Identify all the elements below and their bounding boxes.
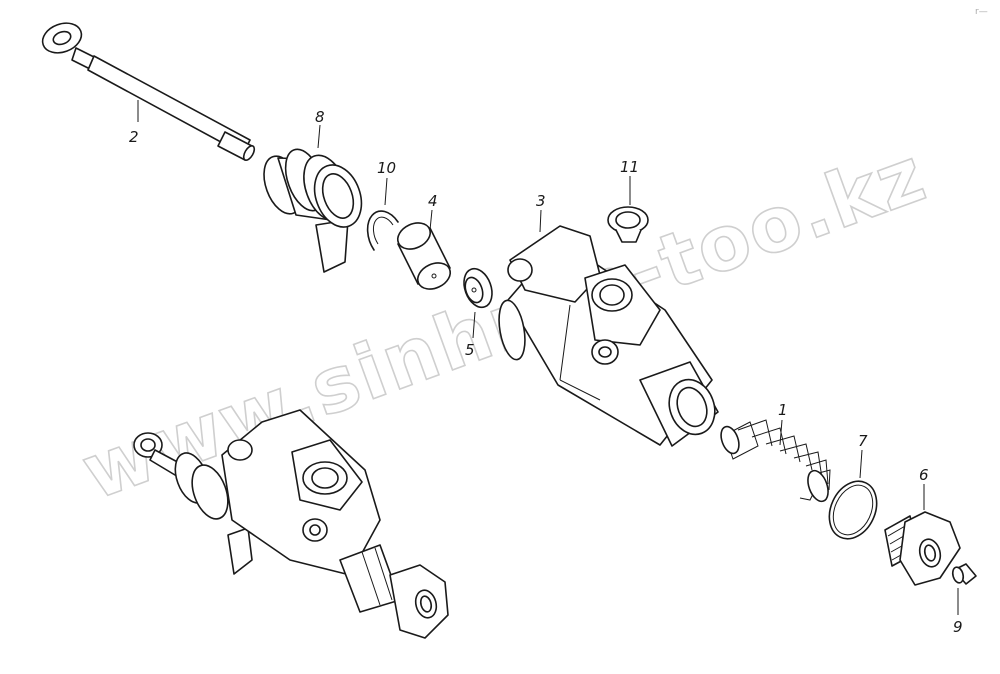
cylinder-body [498, 225, 719, 447]
callout-5: 5 [465, 341, 475, 359]
leader-lines [137, 100, 959, 615]
leader-line-4 [429, 209, 433, 231]
assembled-cylinder [133, 409, 449, 639]
return-spring [720, 419, 831, 503]
piston-seal [463, 267, 493, 309]
leader-line-8 [317, 124, 321, 149]
callout-4: 4 [428, 192, 438, 210]
rubber-boot [263, 148, 363, 273]
sleeve [951, 563, 977, 585]
piston [396, 222, 452, 290]
retaining-ring [366, 210, 399, 251]
callout-labels: 2 8 10 4 3 11 5 1 7 6 9 [129, 108, 963, 636]
leader-line-10 [384, 177, 388, 206]
o-ring [828, 480, 878, 540]
leader-line-5 [472, 311, 476, 339]
leader-line-3 [539, 209, 542, 233]
leader-line-1 [779, 419, 783, 446]
callout-3: 3 [536, 192, 546, 210]
callout-6: 6 [919, 466, 929, 484]
callout-11: 11 [620, 158, 639, 176]
union-nut [884, 511, 961, 586]
callout-2: 2 [129, 128, 139, 146]
callout-10: 10 [377, 159, 396, 177]
push-rod [41, 22, 256, 162]
corner-mark: r— [975, 7, 988, 17]
leader-line-7 [859, 449, 863, 479]
callout-8: 8 [315, 108, 325, 126]
callout-9: 9 [953, 618, 963, 636]
callout-7: 7 [858, 432, 868, 450]
callout-1: 1 [778, 401, 788, 419]
port-seal [607, 206, 649, 243]
